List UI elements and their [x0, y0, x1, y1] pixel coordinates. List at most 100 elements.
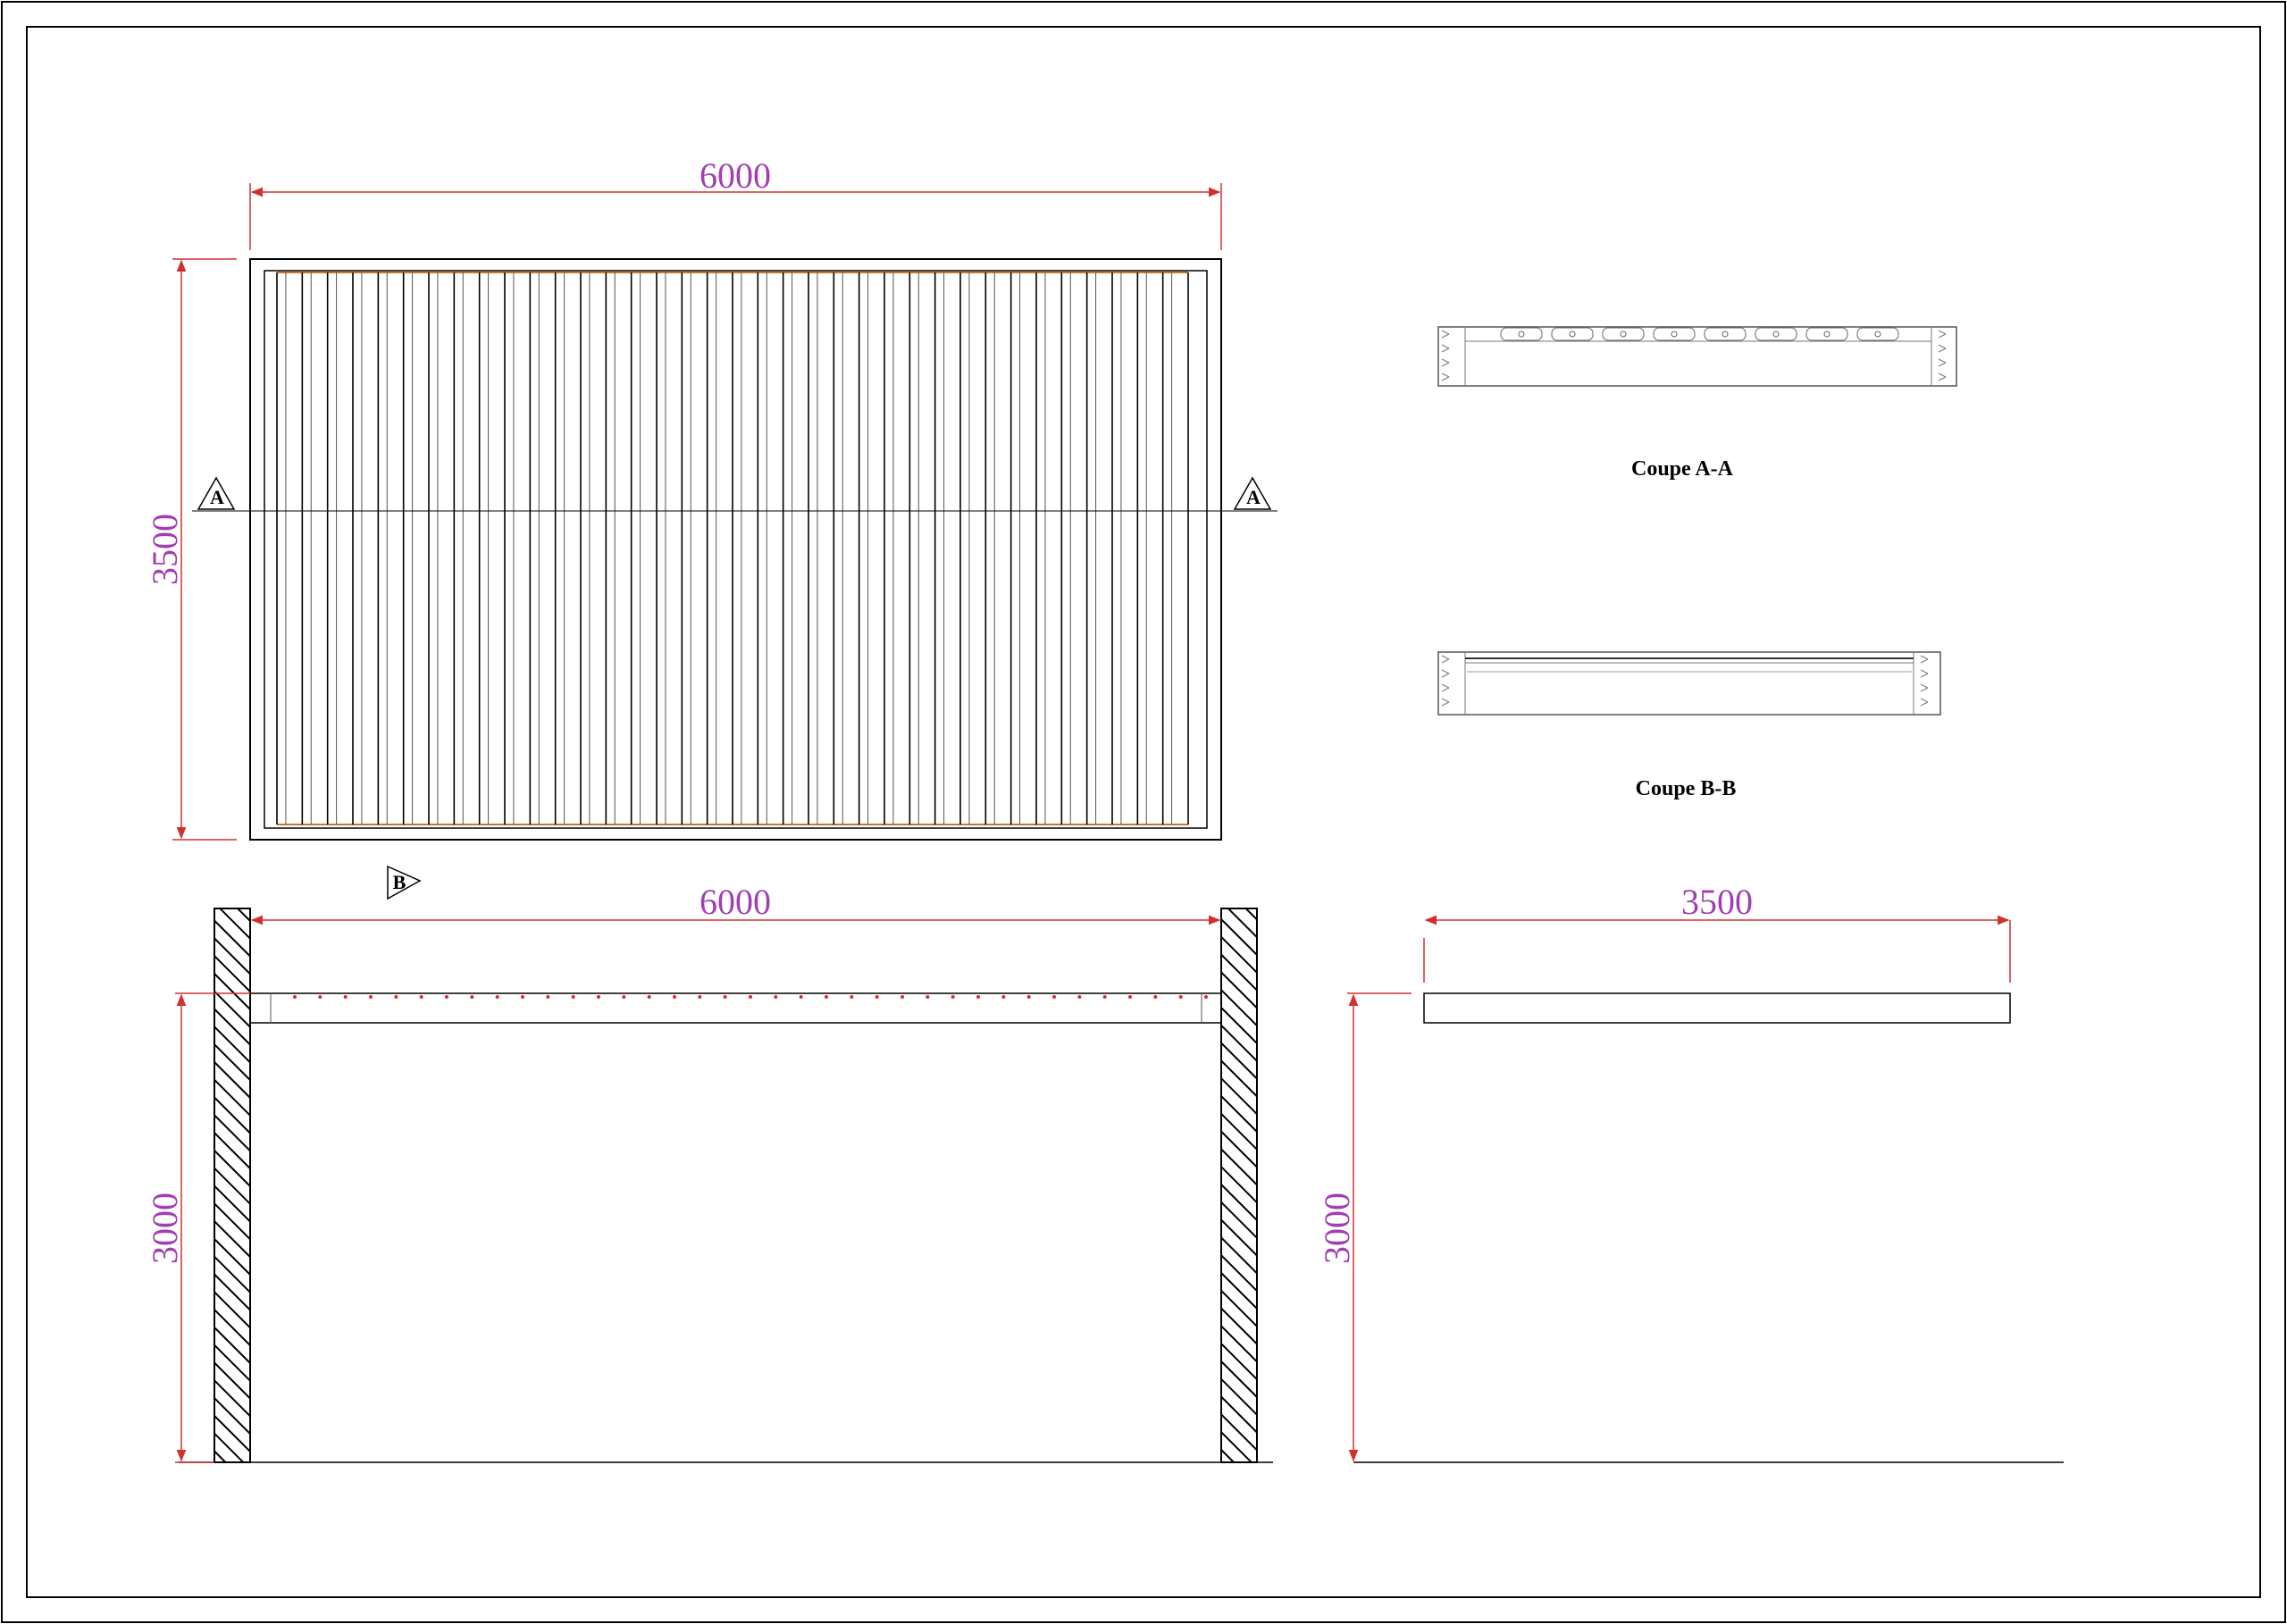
section-marker-a-left: [197, 476, 236, 510]
slat-profile: [1653, 327, 1696, 341]
section-marker-a-right-label: A: [1246, 486, 1261, 508]
slat: [782, 272, 793, 825]
slat: [276, 272, 287, 825]
slat-dot: [369, 995, 373, 999]
section-a-label: Coupe A-A: [1631, 457, 1734, 481]
slat: [757, 272, 767, 825]
slat-dot: [976, 995, 980, 999]
slat-dot: [445, 995, 448, 999]
slat-profile: [1755, 327, 1797, 341]
slat: [1111, 272, 1122, 825]
slat-dot: [470, 995, 474, 999]
slat-dot: [597, 995, 600, 999]
plan-outer-frame: [249, 258, 1222, 841]
slat-dot: [546, 995, 550, 999]
slat-dot: [622, 995, 626, 999]
right-post: [1220, 908, 1258, 1463]
slat: [402, 272, 414, 825]
slat: [478, 272, 490, 825]
slat-profile: [1704, 327, 1747, 341]
section-marker-b: [387, 865, 422, 900]
slat-dot: [318, 995, 323, 999]
slat-dot: [571, 995, 575, 999]
slat: [884, 272, 894, 825]
slat-dot: [875, 995, 879, 999]
slat: [808, 272, 818, 825]
slat-dot: [1001, 995, 1006, 999]
plan-slats: [276, 272, 1189, 825]
slat: [1035, 272, 1046, 825]
side-beam: [1423, 992, 2011, 1024]
slat-dot: [799, 995, 803, 999]
inner-border: [26, 26, 2261, 1598]
slat-dot: [1153, 995, 1158, 999]
slat: [377, 272, 388, 825]
slat: [858, 272, 869, 825]
section-a-a: Coupe A-A: [1437, 326, 1957, 481]
slat: [833, 272, 843, 825]
slat-dot: [749, 995, 752, 999]
slat: [1009, 272, 1021, 825]
slat-dot: [1128, 995, 1132, 999]
left-post: [214, 908, 251, 1463]
slat: [453, 272, 464, 825]
slat: [1161, 272, 1173, 825]
slat-dot: [673, 995, 676, 999]
plan-inner-frame: [264, 270, 1208, 829]
slat: [580, 272, 591, 825]
section-marker-a-left-label: A: [210, 486, 224, 508]
slat: [706, 272, 717, 825]
slat: [732, 272, 742, 825]
slat: [554, 272, 565, 825]
slat: [934, 272, 945, 825]
slat-dot: [1102, 995, 1107, 999]
slat-dot: [698, 995, 702, 999]
slat: [959, 272, 970, 825]
section-marker-a-right: [1233, 476, 1272, 510]
slat-dot: [419, 995, 423, 999]
slat-dot: [394, 995, 398, 999]
slat-dot: [521, 995, 524, 999]
slat-dot: [825, 995, 828, 999]
slat-profile: [1551, 327, 1594, 341]
section-b-label: Coupe B-B: [1636, 777, 1737, 800]
slat-profile: [1602, 327, 1645, 341]
slat: [529, 272, 540, 825]
slat: [1136, 272, 1147, 825]
side-height-dimension: 3000: [1317, 1193, 1357, 1264]
slat-dot: [926, 995, 930, 999]
slat-dot: [293, 995, 297, 999]
slat-dot: [1178, 995, 1183, 999]
section-b-b: Coupe B-B: [1437, 651, 1941, 800]
slat: [605, 272, 616, 825]
slat-dot: [343, 995, 348, 999]
slat: [326, 272, 338, 825]
slat: [1060, 272, 1071, 825]
side-elevation: 3500 3000: [1317, 882, 2064, 1463]
slat-dot: [1204, 995, 1208, 999]
slat: [504, 272, 515, 825]
slat-dot: [723, 995, 727, 999]
plan-view: 6000 3500 A A B: [145, 155, 1278, 900]
slat-profile: [1805, 327, 1848, 341]
slat-profile: [1500, 327, 1543, 341]
front-width-dimension: 6000: [700, 882, 771, 922]
side-width-dimension: 3500: [1681, 882, 1753, 922]
slat: [681, 272, 691, 825]
slat-dot: [951, 995, 955, 999]
slat: [301, 272, 312, 825]
slat: [656, 272, 666, 825]
front-elevation: 6000 3000: [145, 882, 1273, 1463]
slat: [428, 272, 439, 825]
slat-profile: [1856, 327, 1899, 341]
front-beam: [249, 992, 1222, 1024]
slat: [909, 272, 919, 825]
slat-dot: [1026, 995, 1031, 999]
slat-dot: [1077, 995, 1082, 999]
slat-dot: [774, 995, 778, 999]
slat-dot: [495, 995, 499, 999]
plan-width-dimension: 6000: [700, 155, 771, 196]
section-marker-b-label: B: [393, 871, 406, 893]
